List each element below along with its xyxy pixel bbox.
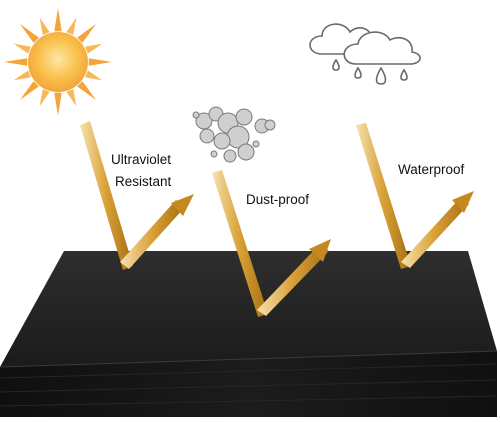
dust-beam <box>212 170 331 317</box>
sun-ray <box>54 8 62 32</box>
uv-beam <box>80 121 194 270</box>
water-beam <box>356 123 474 269</box>
waterproof-label: Waterproof <box>398 162 465 177</box>
sun-ray <box>4 58 28 66</box>
uv-label-line1: Ultraviolet <box>111 152 172 167</box>
sun-ray <box>77 23 97 43</box>
sun-ray <box>66 89 77 107</box>
sun-ray <box>39 17 50 35</box>
rain-cloud-icon <box>309 23 421 85</box>
sun-ray <box>19 81 39 101</box>
sun-icon <box>4 8 112 116</box>
dust-icon <box>192 106 276 163</box>
dust-proof-label: Dust-proof <box>246 192 310 207</box>
uv-label-line2: Resistant <box>115 174 172 189</box>
sun-ray <box>13 70 31 81</box>
sun-ray <box>13 43 31 54</box>
sun-ray <box>19 23 39 43</box>
sun-ray <box>85 43 103 54</box>
sun-ray <box>77 81 97 101</box>
sun-ray <box>88 58 112 66</box>
sun-ray <box>66 17 77 35</box>
sun-ray <box>54 92 62 116</box>
sun-ray <box>85 70 103 81</box>
sun-ray <box>39 89 50 107</box>
black-board <box>0 251 498 417</box>
